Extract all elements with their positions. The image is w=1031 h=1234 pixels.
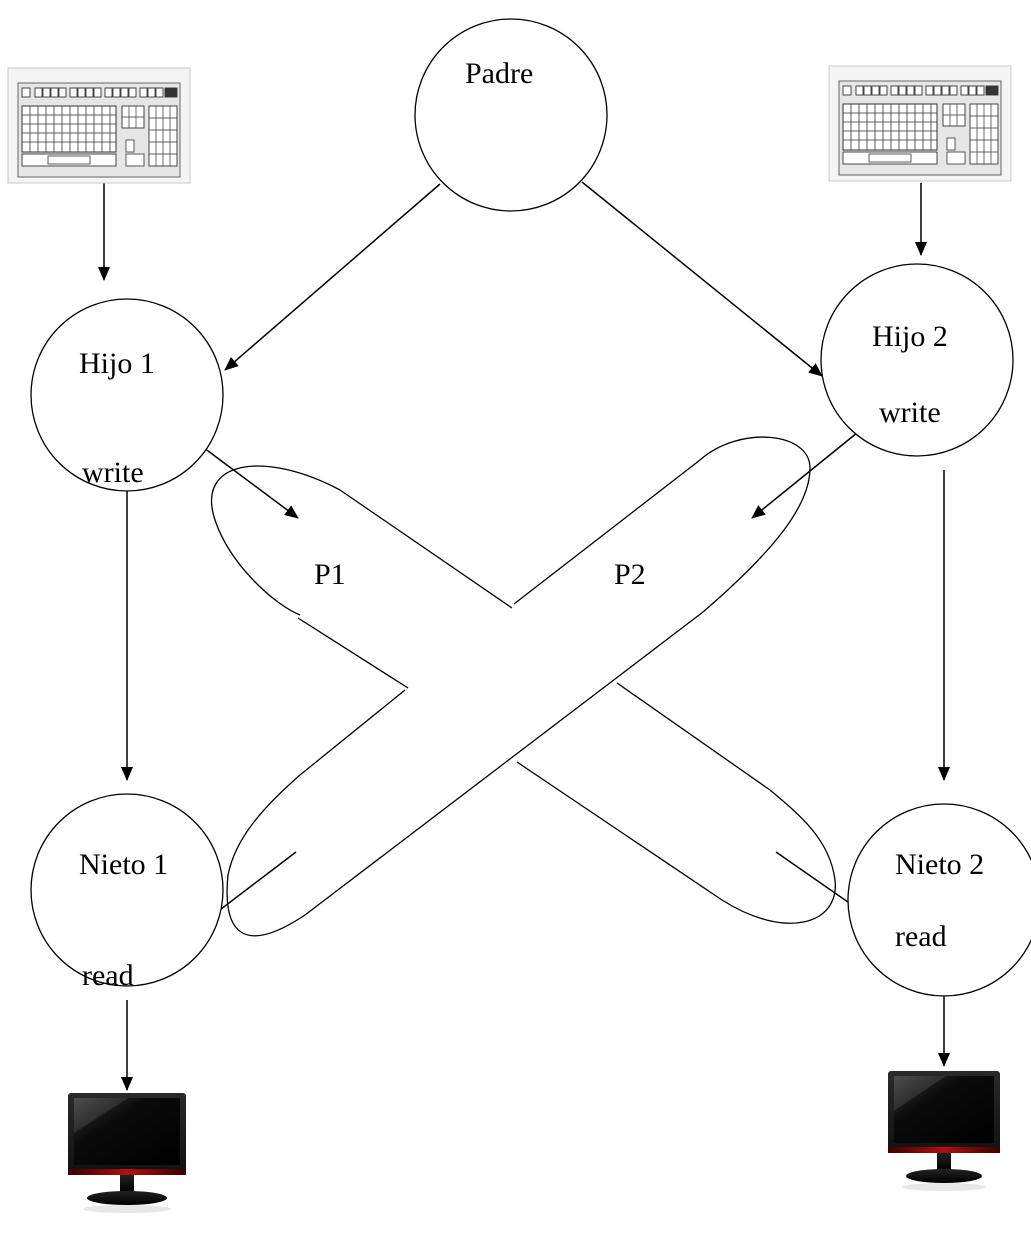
node-nieto1-action: read — [82, 959, 134, 992]
node-hijo2-label: Hijo 2 — [872, 320, 948, 353]
node-padre-label: Padre — [465, 57, 533, 90]
node-padre: Padre — [414, 18, 608, 212]
pipe-p1-label: P1 — [314, 558, 346, 591]
node-hijo1-action: write — [82, 456, 144, 489]
pipe-p2-label: P2 — [614, 558, 646, 591]
arrow-padre-to-hijo2 — [581, 181, 823, 377]
node-nieto2: Nieto 2 read — [847, 803, 1031, 997]
keyboard-icon-right — [828, 65, 1012, 182]
node-hijo2-action: write — [879, 396, 941, 429]
node-hijo2: Hijo 2 write — [820, 263, 1014, 457]
arrows — [98, 181, 950, 1091]
pipe-p2: P2 — [226, 436, 811, 937]
node-nieto1-label: Nieto 1 — [79, 848, 168, 881]
node-hijo1-label: Hijo 1 — [79, 347, 155, 380]
node-nieto1: Nieto 1 read — [30, 793, 224, 992]
node-nieto2-label: Nieto 2 — [895, 848, 984, 881]
node-hijo1: Hijo 1 write — [30, 298, 224, 492]
monitor-icon-right — [888, 1071, 1000, 1191]
arrow-hijo1-write-to-p1 — [199, 444, 299, 519]
keyboard-icon-left — [7, 67, 191, 184]
monitor-icon-left — [68, 1093, 186, 1213]
arrow-padre-to-hijo1 — [224, 183, 441, 371]
pipe-p1: P1 — [210, 465, 836, 924]
arrow-hijo2-write-to-p2 — [751, 423, 869, 519]
node-nieto2-action: read — [895, 920, 947, 953]
